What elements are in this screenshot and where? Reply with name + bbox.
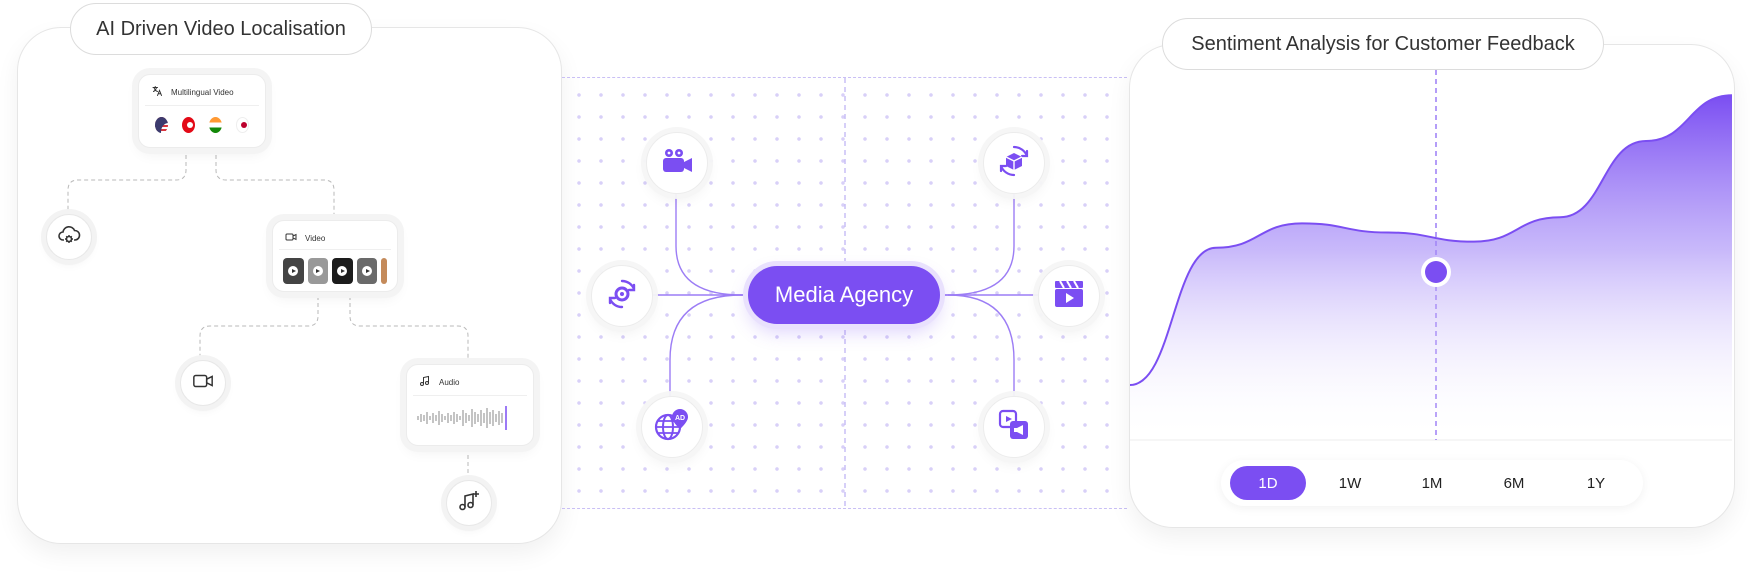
india-flag-icon (208, 117, 222, 133)
box-refresh-node[interactable] (983, 132, 1045, 194)
media-agency-button[interactable]: Media Agency (748, 266, 940, 324)
play-icon (312, 266, 323, 276)
megaphone-icon (998, 409, 1030, 446)
globe-ad-node[interactable]: AD (641, 396, 703, 458)
cloud-gear-node[interactable] (46, 214, 92, 260)
video-camera-node[interactable] (646, 132, 708, 194)
turkey-flag-icon (181, 117, 195, 133)
video-thumbnail[interactable] (307, 258, 329, 284)
video-label: Video (305, 233, 326, 243)
sentiment-line (1130, 94, 1732, 386)
chart-marker[interactable] (1425, 261, 1447, 283)
translate-icon (151, 85, 163, 99)
camera-icon (192, 370, 214, 397)
localisation-connectors (67, 155, 469, 480)
video-card[interactable]: Video (272, 220, 398, 292)
camera-node[interactable] (180, 360, 226, 406)
range-1d-button[interactable]: 1D (1230, 466, 1306, 500)
sentiment-title: Sentiment Analysis for Customer Feedback (1162, 18, 1604, 70)
clapper-play-icon (1053, 279, 1085, 314)
localisation-title: AI Driven Video Localisation (70, 3, 372, 55)
audio-label: Audio (439, 377, 460, 387)
play-icon (337, 266, 348, 276)
range-1y-button[interactable]: 1Y (1586, 474, 1606, 492)
svg-text:AD: AD (675, 415, 685, 422)
japan-flag-icon (235, 117, 250, 133)
time-range-selector[interactable]: 1D 1W 1M 6M 1Y (1221, 460, 1643, 506)
video-camera-icon (660, 147, 694, 180)
audio-card[interactable]: Audio (406, 364, 534, 446)
us-flag-icon (155, 117, 168, 133)
range-1m-button[interactable]: 1M (1421, 474, 1443, 492)
play-icon (288, 266, 299, 276)
video-thumbnail[interactable] (283, 258, 304, 284)
video-thumbnail[interactable] (356, 258, 378, 284)
globe-ad-icon: AD (654, 408, 690, 447)
gear-refresh-node[interactable] (591, 265, 653, 327)
box-refresh-icon (997, 144, 1031, 183)
multilingual-video-card[interactable]: Multilingual Video (138, 74, 266, 148)
range-6m-button[interactable]: 6M (1503, 474, 1525, 492)
divider (413, 395, 527, 396)
divider (279, 249, 391, 250)
music-add-node[interactable] (446, 480, 492, 526)
multilingual-label: Multilingual Video (171, 87, 234, 97)
divider (145, 105, 259, 106)
media-agency-connectors (628, 78, 1070, 508)
play-icon (362, 266, 373, 276)
video-thumbnail[interactable] (332, 258, 353, 284)
music-note-icon (419, 375, 431, 389)
sentiment-chart (1130, 70, 1732, 441)
video-camera-small-icon (285, 231, 297, 245)
video-thumbnail[interactable] (381, 258, 387, 284)
megaphone-node[interactable] (983, 396, 1045, 458)
clapper-play-node[interactable] (1038, 265, 1100, 327)
cloud-gear-icon (57, 223, 81, 252)
music-add-icon (457, 489, 481, 518)
audio-waveform (417, 406, 507, 430)
range-1w-button[interactable]: 1W (1338, 474, 1362, 492)
gear-refresh-icon (606, 278, 638, 315)
